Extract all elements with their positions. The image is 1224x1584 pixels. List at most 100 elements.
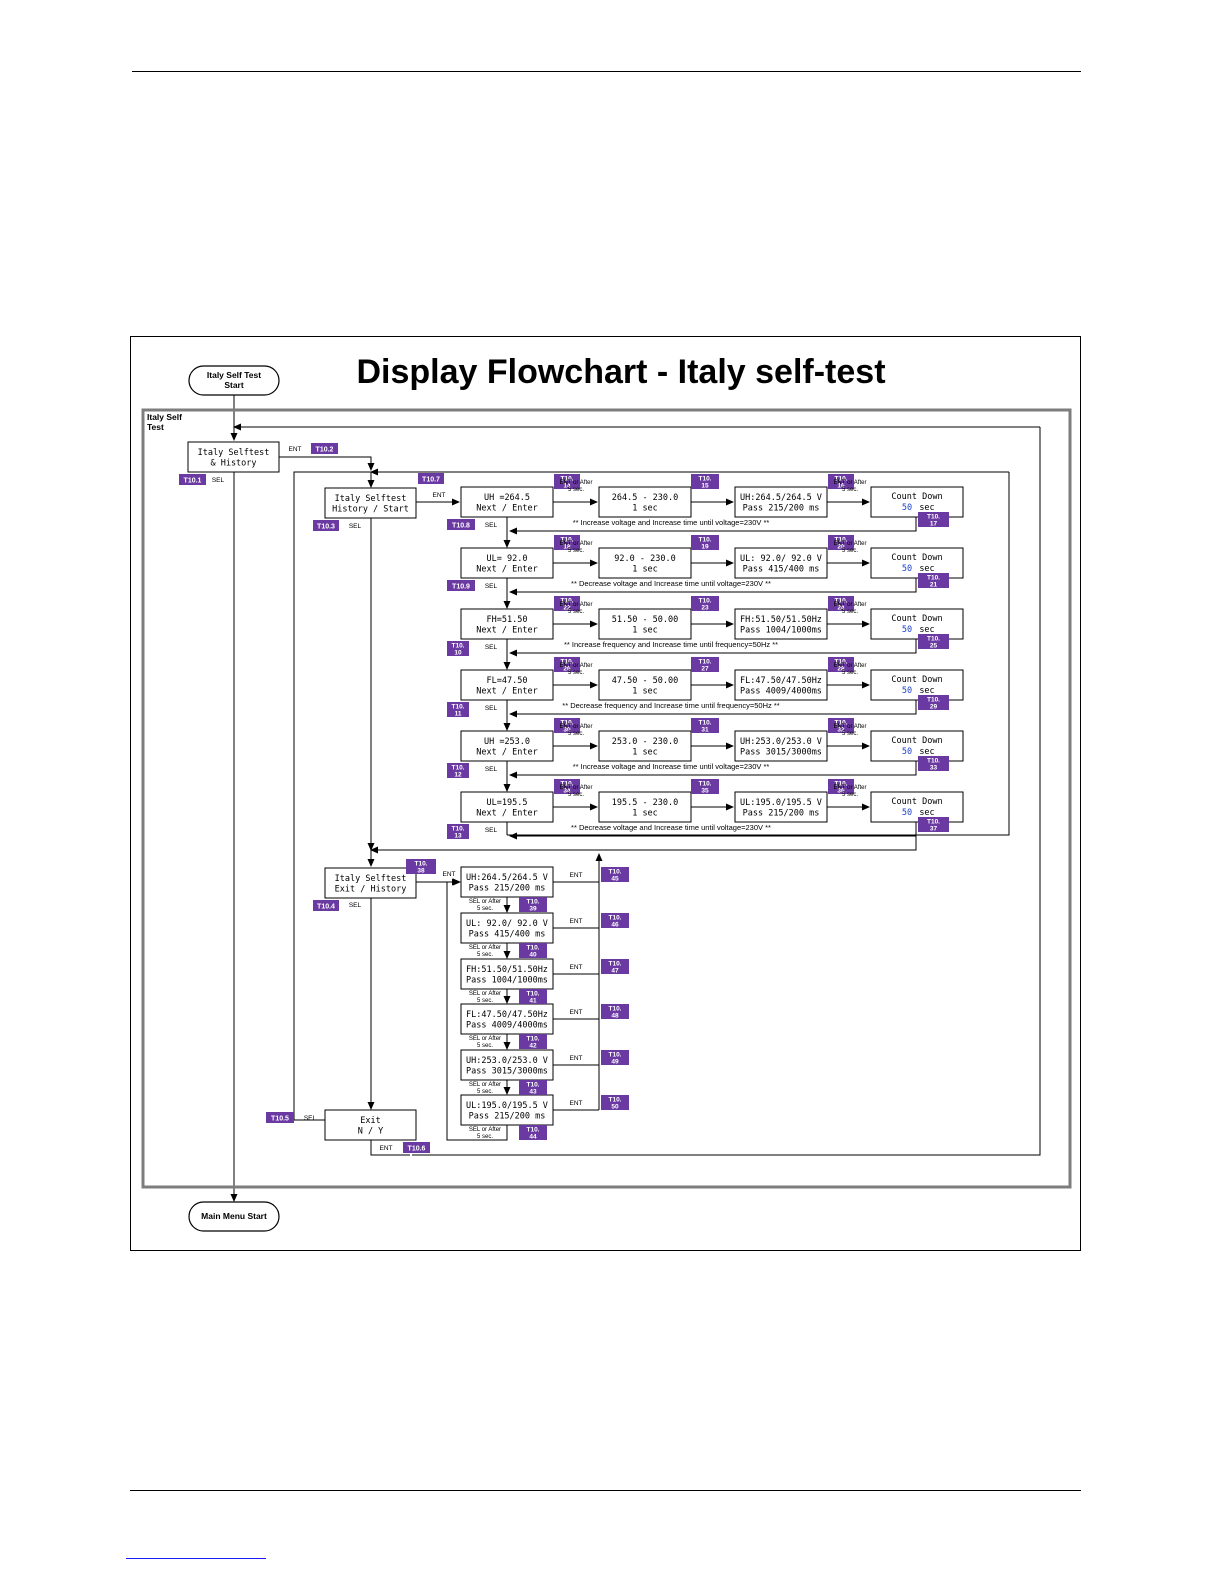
tag-text: 12 — [454, 772, 462, 779]
edge-label: SEL — [485, 705, 498, 712]
tag-text: T10. — [608, 1006, 621, 1013]
row-note: ** Decrease frequency and Increase time … — [562, 701, 779, 710]
tag-text: T10. — [526, 1082, 539, 1089]
box-text: 47.50 - 50.00 — [612, 676, 679, 686]
tag-badge — [519, 943, 547, 958]
ent-after-label: 5 sec. — [568, 609, 584, 615]
tag-text: 16 — [837, 483, 845, 490]
tag-badge — [918, 695, 949, 710]
tag-text: T10.5 — [271, 1116, 289, 1123]
edge-label: SEL — [485, 644, 498, 651]
row-return — [509, 761, 917, 779]
countdown-unit: sec — [919, 686, 934, 696]
box-text: Pass 215/200 ms — [469, 1111, 546, 1121]
ent-after-label: ENT or After — [560, 480, 593, 486]
tag-text: 43 — [529, 1089, 537, 1096]
box-text: 1 sec — [632, 686, 658, 696]
tag-badge — [828, 474, 854, 489]
box-text: UL:195.0/195.5 V — [740, 798, 822, 808]
box-text: 264.5 - 230.0 — [612, 493, 679, 503]
tag-text: 28 — [837, 666, 845, 673]
test-box-value — [460, 486, 554, 518]
tag-text: T10.8 — [452, 523, 470, 530]
box-text: 1 sec — [632, 564, 658, 574]
tag-text: 24 — [837, 605, 845, 612]
end-terminal-text: Main Menu Start — [201, 1211, 267, 1221]
tag-text: 33 — [930, 765, 938, 772]
tag-text: T10. — [560, 598, 573, 605]
ent-after-label: ENT or After — [834, 663, 867, 669]
test-box-ramp — [598, 791, 692, 823]
tag-badge — [918, 512, 949, 527]
countdown-title: Count Down — [891, 492, 942, 502]
tag-text: T10. — [834, 598, 847, 605]
ent-after-label: 5 sec. — [568, 548, 584, 554]
tag-badge — [311, 443, 338, 454]
box-text: Italy Selftest — [335, 494, 407, 504]
box-text: 1 sec — [632, 808, 658, 818]
box-text: UL=195.5 — [487, 798, 528, 808]
tag-text: T10. — [698, 537, 711, 544]
ent-after-label: ENT or After — [560, 724, 593, 730]
ent-after-label: 5 sec. — [842, 487, 858, 493]
tag-text: 29 — [930, 704, 938, 711]
box-text: 1 sec — [632, 747, 658, 757]
tag-text: T10. — [560, 781, 573, 788]
tag-text: T10. — [526, 899, 539, 906]
edge-label: ENT — [570, 918, 583, 925]
tag-text: T10. — [698, 659, 711, 666]
edge-label: ENT — [443, 871, 456, 878]
tag-text: 10 — [454, 650, 462, 657]
test-box-ramp — [598, 486, 692, 518]
box-text: Next / Enter — [476, 625, 537, 635]
countdown-number: 50 — [902, 564, 912, 574]
tag-text: T10. — [608, 1097, 621, 1104]
edge-label: SEL — [485, 522, 498, 529]
ent-after-label: ENT or After — [560, 663, 593, 669]
countdown-title: Count Down — [891, 553, 942, 563]
countdown-unit: sec — [919, 747, 934, 757]
tag-badge — [418, 473, 444, 484]
tag-text: 37 — [930, 826, 938, 833]
tag-text: T10. — [927, 575, 940, 582]
test-box-result — [734, 791, 828, 823]
sel-after-label: SEL or After — [469, 1082, 501, 1088]
box-text: Pass 215/200 ms — [743, 503, 820, 513]
edge-label: ENT — [289, 446, 302, 453]
countdown-number: 50 — [902, 808, 912, 818]
tag-text: 35 — [701, 788, 709, 795]
tag-badge — [828, 596, 854, 611]
row-note: ** Increase voltage and Increase time un… — [573, 518, 770, 527]
countdown-title: Count Down — [891, 736, 942, 746]
tag-text: T10. — [834, 476, 847, 483]
test-box-result — [734, 669, 828, 701]
footer-rule — [130, 1490, 1081, 1491]
tag-badge — [601, 1004, 629, 1019]
ent-after-label: 5 sec. — [842, 792, 858, 798]
test-box-result — [734, 547, 828, 579]
tag-text: T10. — [414, 861, 427, 868]
countdown-number: 50 — [902, 747, 912, 757]
ent-after-label: 5 sec. — [842, 670, 858, 676]
tag-text: 25 — [930, 643, 938, 650]
box-text: Pass 4009/4000ms — [466, 1020, 548, 1030]
tag-text: 44 — [529, 1134, 537, 1141]
ent-after-label: ENT or After — [834, 480, 867, 486]
test-box-countdown — [870, 730, 964, 762]
tag-text: 30 — [563, 727, 571, 734]
test-box-value — [460, 730, 554, 762]
node-exit-history — [324, 867, 417, 899]
group-label: Test — [147, 422, 164, 432]
tag-text: 14 — [563, 483, 571, 490]
tag-text: 19 — [701, 544, 709, 551]
tag-text: 21 — [930, 582, 938, 589]
tag-badge — [447, 763, 469, 778]
sel-after-label: 5 sec. — [477, 1134, 493, 1140]
tag-badge — [691, 779, 719, 794]
start-terminal — [188, 365, 280, 396]
tag-text: T10. — [560, 659, 573, 666]
box-text: UH =264.5 — [484, 493, 530, 503]
tag-text: T10. — [698, 781, 711, 788]
test-box-ramp — [598, 669, 692, 701]
